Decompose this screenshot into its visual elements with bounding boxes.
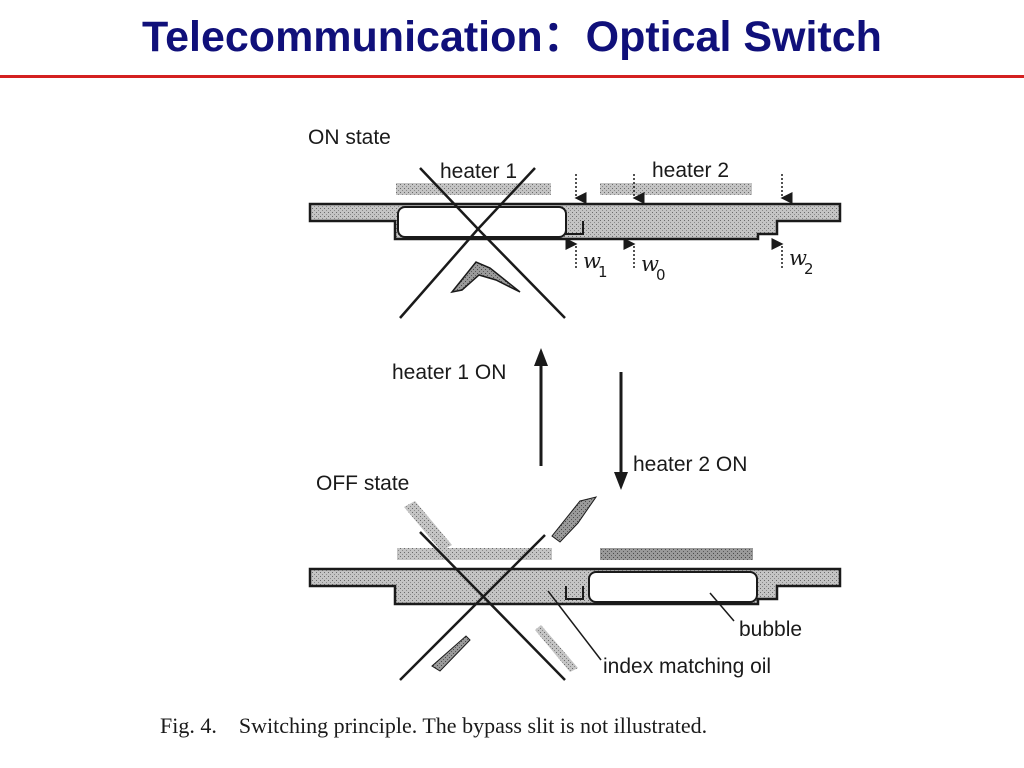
outgoing-beam-left: [431, 635, 471, 672]
heater-2-strip: [600, 183, 752, 195]
w0-marker: w 0: [623, 174, 666, 284]
svg-text:2: 2: [804, 260, 814, 278]
svg-text:w: w: [583, 249, 601, 273]
reflection-arrow: [450, 261, 521, 294]
heater-2-label: heater 2: [652, 159, 729, 182]
heater-2-on-arrow: heater 2 ON: [614, 372, 747, 490]
incoming-beam-right: [551, 496, 598, 543]
slide-title: Telecommunication：Optical Switch: [142, 13, 882, 61]
heater-2-strip-off: [600, 548, 753, 560]
svg-text:w: w: [789, 246, 807, 270]
heater-1-label: heater 1: [440, 160, 517, 183]
outgoing-beam-right: [535, 625, 578, 672]
off-state-label: OFF state: [316, 472, 409, 495]
svg-text:w: w: [641, 252, 659, 276]
heater-1-on-arrow: heater 1 ON: [392, 348, 548, 466]
off-state-diagram: OFF state bubble index matching oil: [308, 472, 842, 681]
title-divider: [0, 75, 1024, 78]
figure-caption: Fig. 4. Switching principle. The bypass …: [160, 713, 707, 738]
on-state-label: ON state: [308, 126, 391, 149]
heater-1-on-label: heater 1 ON: [392, 361, 506, 384]
transition-arrows: heater 1 ON heater 2 ON: [392, 348, 747, 490]
svg-text:1: 1: [598, 263, 608, 281]
svg-text:0: 0: [656, 266, 666, 284]
heater-1-strip: [396, 183, 551, 195]
w2-marker: w 2: [771, 174, 814, 278]
heater-2-on-label: heater 2 ON: [633, 453, 747, 476]
bubble-on-state: [397, 206, 567, 238]
bubble-off-state: [588, 571, 758, 603]
heater-1-strip-off: [397, 548, 552, 560]
incoming-beam-left: [404, 501, 452, 551]
bubble-label: bubble: [739, 618, 802, 641]
index-matching-oil-label: index matching oil: [603, 655, 771, 678]
on-state-diagram: ON state heater 1 heater 2 w: [308, 126, 842, 319]
w1-marker: w 1: [565, 174, 608, 281]
